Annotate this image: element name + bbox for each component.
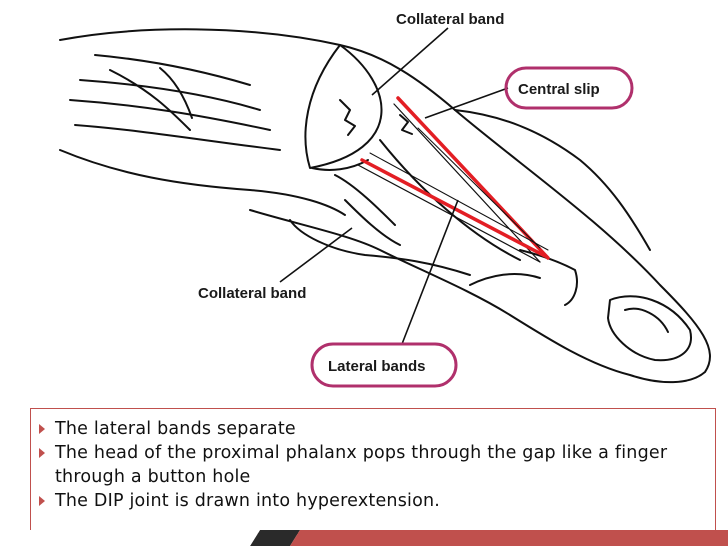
- bullet-item: The head of the proximal phalanx pops th…: [31, 441, 715, 489]
- label-lateral-bands: Lateral bands: [328, 358, 426, 375]
- bullet-text: The lateral bands separate: [55, 419, 296, 439]
- finger-outline: [59, 28, 711, 384]
- callout-labels: Collateral band Central slip Collateral …: [198, 11, 634, 388]
- slide-corner-decoration: [0, 530, 728, 546]
- triangle-bullet-icon: [39, 448, 45, 458]
- leader-lines: [279, 27, 509, 345]
- lateral-bands-highlight-oval: [310, 342, 458, 388]
- bullet-item: The DIP joint is drawn into hyperextensi…: [31, 489, 715, 513]
- central-slip-highlight-oval: [504, 66, 634, 110]
- bullet-text: The DIP joint is drawn into hyperextensi…: [55, 491, 441, 511]
- tendon-bands: [357, 96, 550, 263]
- label-collateral-band-top: Collateral band: [396, 11, 504, 28]
- boutonniere-finger-diagram: Collateral band Central slip Collateral …: [59, 11, 711, 388]
- bullet-text: The head of the proximal phalanx pops th…: [55, 443, 668, 487]
- label-central-slip: Central slip: [518, 81, 600, 98]
- bullet-item: The lateral bands separate: [31, 417, 715, 441]
- triangle-bullet-icon: [39, 496, 45, 506]
- triangle-bullet-icon: [39, 424, 45, 434]
- label-collateral-band-bottom: Collateral band: [198, 285, 306, 302]
- bullet-text-box: The lateral bands separate The head of t…: [30, 408, 716, 534]
- bullet-list: The lateral bands separate The head of t…: [31, 409, 715, 513]
